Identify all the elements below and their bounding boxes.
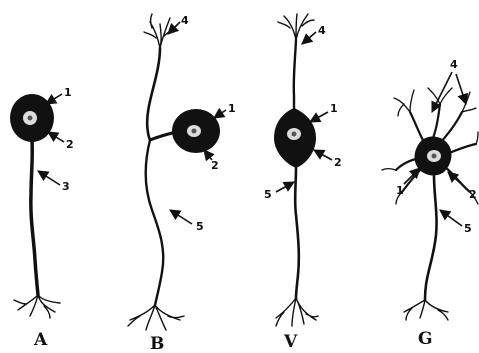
panel-g-arrow-1	[404, 168, 420, 184]
panel-v-callout-1: 1	[330, 102, 338, 115]
panel-v-callout-2: 2	[334, 156, 342, 169]
panel-b-callout-5: 5	[196, 220, 204, 233]
panel-v-axon	[295, 168, 299, 298]
panel-g-nucleolus	[432, 154, 437, 159]
panel-g-multipolar-neuron: 4 1 2 5 G	[382, 58, 478, 349]
panel-b-nucleolus	[192, 129, 197, 134]
panel-a-callout-3: 3	[62, 180, 70, 193]
panel-a-callout-2: 2	[66, 138, 74, 151]
panel-b-caption: B	[150, 334, 164, 353]
panel-a-arrow-2	[48, 132, 64, 142]
panel-v-caption: V	[283, 332, 298, 352]
panel-a-axon	[31, 140, 38, 295]
panel-g-arrow-5	[440, 210, 462, 226]
panel-g-callout-1: 1	[396, 184, 404, 197]
panel-g-callout-4: 4	[450, 58, 458, 71]
panel-g-caption: G	[418, 329, 433, 349]
panel-a-arrow-3	[38, 171, 60, 185]
panel-v-nucleolus	[292, 132, 297, 137]
panel-g-callout-5: 5	[464, 222, 472, 235]
panel-v-arrow-1	[310, 112, 328, 122]
panel-a-arrow-1	[46, 94, 62, 104]
panel-b-arrow-5	[170, 210, 192, 224]
panel-b-callout-2: 2	[211, 159, 219, 172]
panel-a-nucleolus	[28, 116, 33, 121]
panel-v-dendrite	[294, 40, 296, 112]
panel-g-arrow-2	[448, 172, 468, 190]
panel-a-caption: A	[33, 330, 48, 350]
panel-v-callout-5: 5	[264, 188, 272, 201]
panel-b-stem-process	[150, 132, 176, 140]
panel-b-callout-4: 4	[181, 14, 189, 27]
panel-v-axon-terminal	[276, 298, 318, 326]
panel-v-bipolar-neuron: 4 1 2 5 V	[264, 14, 342, 352]
panel-v-arrow-2	[314, 150, 332, 160]
panel-g-axon	[425, 176, 437, 300]
panel-b-arrow-1	[214, 110, 226, 118]
panel-b-peripheral-process	[147, 48, 160, 140]
panel-b-arrow-4	[168, 22, 180, 34]
panel-g-arrow-4b	[456, 74, 466, 104]
panel-b-axon-terminal	[128, 305, 184, 330]
panel-b-callout-1: 1	[228, 102, 236, 115]
panel-b-pseudounipolar-neuron: 4 1 2 5 B	[128, 14, 236, 353]
panel-a-axon-terminal	[14, 295, 60, 318]
panel-g-axon-terminal	[404, 300, 448, 320]
panel-v-dendrite-tree	[278, 14, 314, 40]
panel-v-arrow-5	[276, 182, 294, 192]
panel-g-callout-2: 2	[469, 188, 477, 201]
panel-v-arrow-4	[302, 32, 316, 44]
panel-a-unipolar-neuron: 1 2 3 A	[10, 86, 74, 350]
panel-b-central-process	[146, 140, 164, 305]
panel-v-callout-4: 4	[318, 24, 326, 37]
panel-a-callout-1: 1	[64, 86, 72, 99]
